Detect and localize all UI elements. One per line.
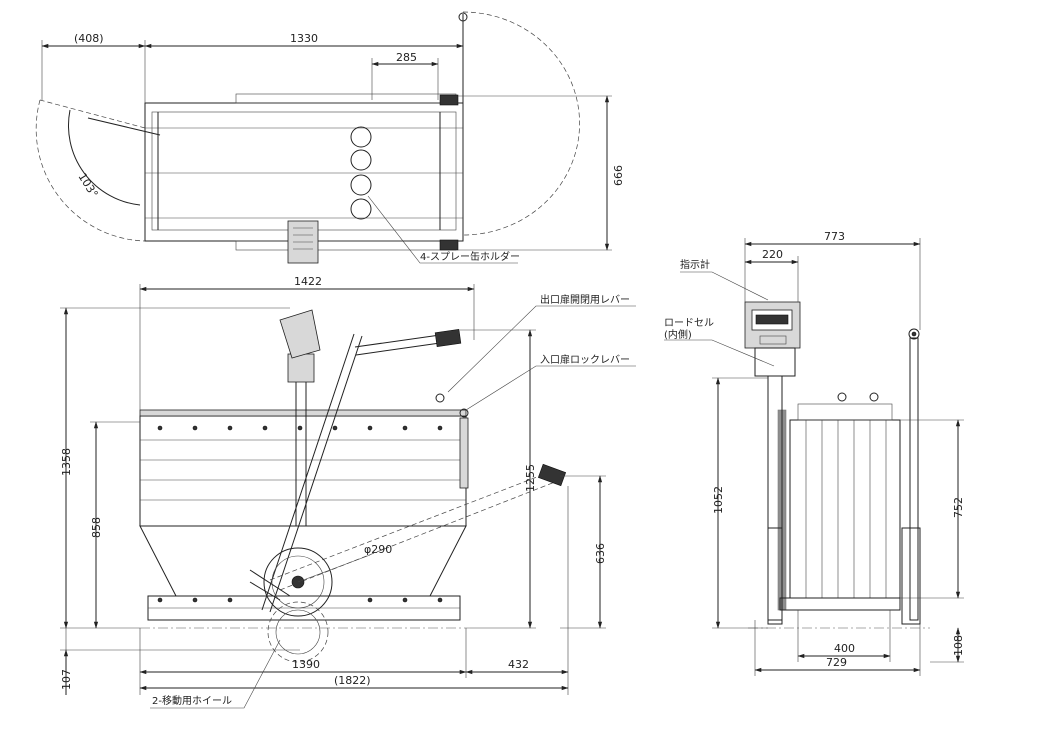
front-height-label: 1358 bbox=[60, 448, 73, 476]
spray-holders bbox=[350, 126, 372, 220]
side-body bbox=[789, 419, 901, 599]
top-holder-pitch-label: 285 bbox=[396, 51, 417, 64]
top-door-offset-label: (408) bbox=[74, 32, 104, 45]
weight-indicator-icon bbox=[744, 301, 801, 349]
top-frame-inner bbox=[151, 111, 457, 231]
front-length-label: 1422 bbox=[294, 275, 322, 288]
moving-wheel-label: 2-移動用ホイール bbox=[152, 694, 232, 707]
load-cell-label-line2: (内側) bbox=[664, 328, 692, 341]
front-ground-clear-label: 107 bbox=[60, 669, 73, 690]
load-cell-label-line1: ロードセル bbox=[664, 317, 714, 329]
side-wheel-offset-label: 108 bbox=[952, 635, 965, 656]
side-total-width-label: 773 bbox=[824, 230, 845, 243]
side-inner-width-label: 400 bbox=[834, 642, 855, 655]
side-view: 773 220 1052 752 108 400 729 指示計 ロードセル (… bbox=[664, 230, 965, 676]
front-body-upper bbox=[139, 415, 467, 527]
front-indicator bbox=[279, 309, 321, 359]
front-base-length-label: 1390 bbox=[292, 658, 320, 671]
top-width-label: 666 bbox=[612, 165, 625, 186]
top-view: 103° (408) 1330 285 666 4-スプレー缶ホルダー bbox=[35, 11, 625, 264]
spray-holder-label: 4-スプレー缶ホルダー bbox=[420, 250, 520, 263]
top-length-label: 1330 bbox=[290, 32, 318, 45]
side-total-height-label: 1052 bbox=[712, 486, 725, 514]
side-body-height-label: 752 bbox=[952, 497, 965, 518]
top-frame-outer bbox=[144, 102, 464, 242]
wheel-icon bbox=[263, 547, 333, 663]
entry-door-lock-lever-label: 入口扉ロックレバー bbox=[540, 353, 630, 366]
front-total-length-label: (1822) bbox=[334, 674, 371, 687]
front-lever-height-label: 1255 bbox=[524, 464, 537, 492]
top-angle-label: 103° bbox=[75, 171, 100, 200]
wheel-dia-label: φ290 bbox=[364, 543, 392, 556]
front-view: φ290 1422 1358 858 107 1255 636 139 bbox=[60, 275, 636, 709]
front-handle-ext-label: 432 bbox=[508, 658, 529, 671]
front-handle-height-label: 636 bbox=[594, 543, 607, 564]
front-body-height-label: 858 bbox=[90, 517, 103, 538]
side-display-offset-label: 220 bbox=[762, 248, 783, 261]
exit-door-lever-label: 出口扉開閉用レバー bbox=[540, 293, 630, 306]
side-base-width-label: 729 bbox=[826, 656, 847, 669]
indicator-label: 指示計 bbox=[680, 258, 710, 271]
